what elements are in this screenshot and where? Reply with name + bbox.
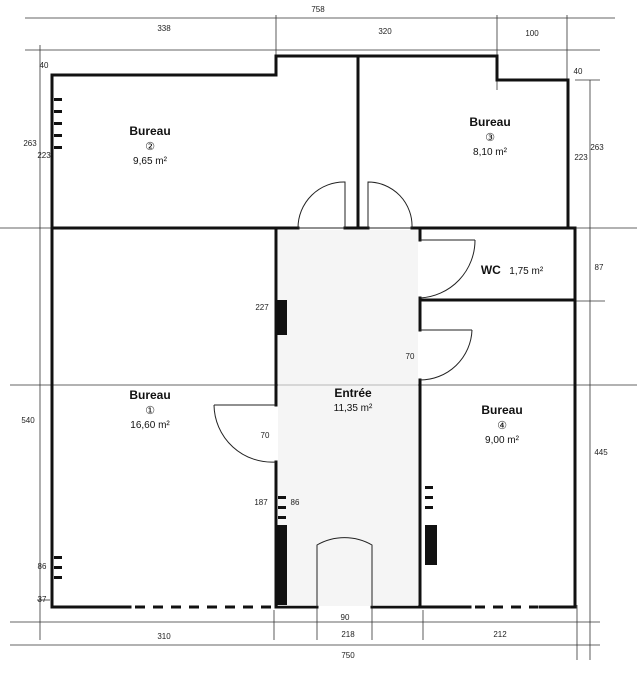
door-bureau1 (213, 404, 277, 463)
dim-left-total: 540 (21, 416, 35, 425)
dim-top-right-small: 40 (574, 67, 583, 76)
dim-entree-door-right: 70 (406, 352, 415, 361)
room-name: Bureau (481, 403, 522, 417)
room-area: 8,10 m² (473, 147, 508, 158)
room-area: 16,60 m² (130, 420, 170, 431)
room-number: ③ (485, 131, 495, 144)
dim-entree-wall-upper: 227 (255, 303, 269, 312)
room-number: ④ (497, 419, 507, 432)
dim-wc-right: 87 (595, 263, 604, 272)
room-area: 9,00 m² (485, 435, 520, 446)
room-number: ① (145, 404, 155, 417)
room-name: WC (481, 263, 501, 277)
dim-bottom-left: 310 (157, 632, 171, 641)
dim-right-lower: 445 (594, 448, 608, 457)
dim-top-right: 100 (525, 29, 539, 38)
dim-top-total: 758 (311, 5, 325, 14)
radiator-bureau4 (425, 486, 433, 509)
dim-top-left-small: 40 (40, 61, 49, 70)
dim-door-entry: 90 (341, 613, 350, 622)
door-bureau3 (367, 181, 413, 229)
wall-block-upper (275, 300, 287, 335)
dim-radiator-small: 86 (291, 498, 300, 507)
room-name: Bureau (469, 115, 510, 129)
radiator-bureau1 (54, 556, 62, 579)
room-area: 9,65 m² (133, 156, 168, 167)
radiator-bureau2 (54, 98, 62, 149)
dimension-labels: 758 338 320 100 40 40 263 223 263 223 87… (21, 5, 608, 660)
dim-left-upper: 263 (23, 139, 37, 148)
dim-left-bottom-small: 37 (38, 595, 47, 604)
door-bureau4 (419, 329, 473, 381)
dim-left-upper-inner: 223 (37, 151, 51, 160)
radiators (54, 98, 437, 605)
dim-entree-door-left: 70 (261, 431, 270, 440)
dim-right-upper: 263 (590, 143, 604, 152)
dim-bottom-right: 212 (493, 630, 507, 639)
door-bureau2 (297, 181, 346, 229)
room-bureau3: Bureau ③ 8,10 m² (469, 115, 510, 158)
room-entree: Entrée 11,35 m² (334, 386, 373, 414)
dim-bottom-total: 750 (341, 651, 355, 660)
room-area: 1,75 m² (509, 266, 544, 277)
room-name: Bureau (129, 388, 170, 402)
door-entry (316, 537, 373, 607)
walls (50, 54, 577, 609)
dim-bottom-mid: 218 (341, 630, 355, 639)
entree-floor (278, 230, 418, 606)
svg-text:WC 1,75 m²: WC 1,75 m² (481, 261, 544, 278)
dim-left-small: 86 (38, 562, 47, 571)
door-wc (419, 239, 476, 299)
dim-top-mid: 320 (378, 27, 392, 36)
dim-top-left: 338 (157, 24, 171, 33)
room-bureau2: Bureau ② 9,65 m² (129, 124, 170, 167)
room-wc: WC 1,75 m² (481, 261, 544, 278)
doors (213, 181, 476, 607)
dim-entree-wall-lower: 187 (254, 498, 268, 507)
room-name: Bureau (129, 124, 170, 138)
room-bureau1: Bureau ① 16,60 m² (129, 388, 170, 431)
dim-right-upper-inner: 223 (574, 153, 588, 162)
room-bureau4: Bureau ④ 9,00 m² (481, 403, 522, 446)
radiator-entree (278, 496, 286, 519)
room-name: Entrée (334, 386, 372, 400)
room-area: 11,35 m² (334, 403, 373, 414)
wall-block-lower (275, 525, 287, 605)
wall-block-right (425, 525, 437, 565)
room-number: ② (145, 140, 155, 153)
